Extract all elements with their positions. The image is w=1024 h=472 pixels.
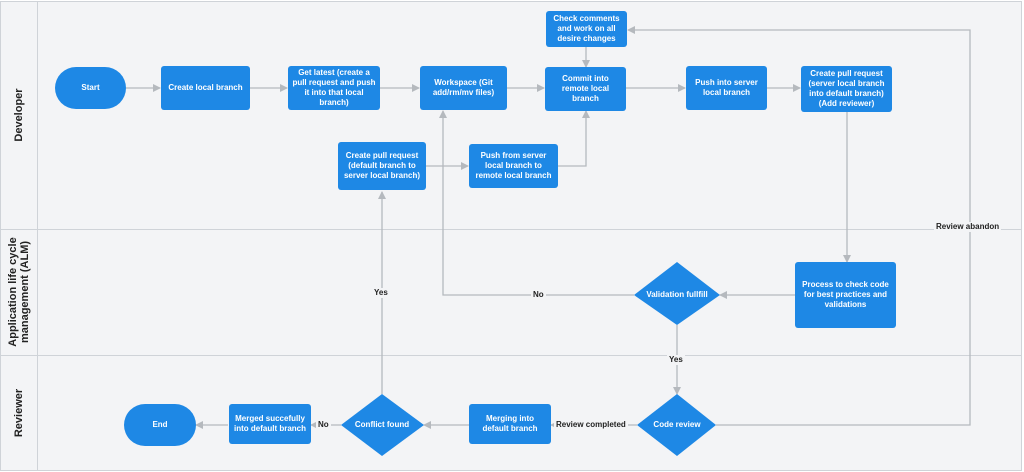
commit-remote-node: Commit into remote local branch xyxy=(545,67,626,111)
diamond-validation-shape xyxy=(634,262,720,325)
edge-validation-no-workspace xyxy=(439,110,634,296)
create-local-branch-node: Create local branch xyxy=(161,66,250,110)
diamond-conflict-shape xyxy=(341,394,424,456)
edge-label-review-abandon: Review abandon xyxy=(934,222,1002,232)
lane-header-alm xyxy=(0,229,38,356)
push-from-server-node: Push from server local branch to remote … xyxy=(469,144,558,188)
create-pr-default-node: Create pull request (default branch to s… xyxy=(338,142,426,190)
edge-label-yes-validation: Yes xyxy=(667,355,685,365)
workspace-node: Workspace (Git add/rm/mv files) xyxy=(420,66,507,110)
process-check-node: Process to check code for best practices… xyxy=(795,262,896,328)
code-review-label: Code review xyxy=(653,420,701,429)
edge-label-no-validation: No xyxy=(531,290,546,300)
merging-node: Merging into default branch xyxy=(469,404,551,444)
merged-node: Merged succefully into default branch xyxy=(229,404,311,444)
edge-label-review-completed: Review completed xyxy=(554,420,628,430)
edge-label-yes-conflict: Yes xyxy=(372,288,390,298)
edge-label-no-conflict: No xyxy=(316,420,331,430)
push-server-node: Push into server local branch xyxy=(686,66,767,110)
start-node: Start xyxy=(55,67,126,109)
lane-developer xyxy=(0,1,1022,230)
diamond-codereview-shape xyxy=(637,394,716,456)
create-pr-reviewer-node: Create pull request (server local branch… xyxy=(801,66,892,112)
conflict-label: Conflict found xyxy=(354,420,410,429)
lane-header-developer xyxy=(0,1,38,230)
check-comments-node: Check comments and work on all desire ch… xyxy=(546,11,627,47)
lane-header-reviewer xyxy=(0,355,38,471)
end-node: End xyxy=(124,404,196,446)
validation-label: Validation fullfill xyxy=(646,290,708,299)
edge-pushfrom-commit xyxy=(558,110,590,167)
get-latest-node: Get latest (create a pull request and pu… xyxy=(288,66,380,110)
edge-review-abandon xyxy=(627,26,971,426)
